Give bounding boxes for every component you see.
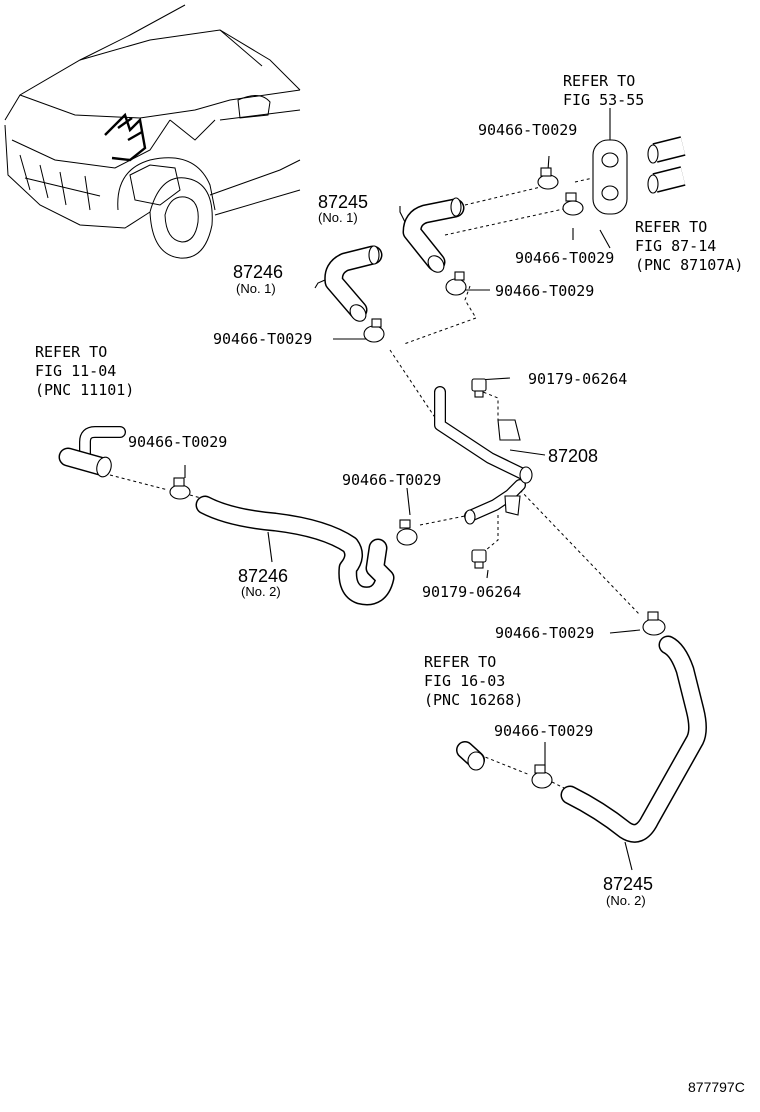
- hose-87245-no1: [402, 197, 465, 273]
- refer-16-line2: FIG 16-03: [424, 672, 505, 690]
- fitting-refer-16: [456, 741, 485, 771]
- clamp-label-3: 90466-T0029: [495, 282, 594, 300]
- refer-16-line3: (PNC 16268): [424, 691, 523, 709]
- clamp-label-5: 90466-T0029: [128, 433, 227, 451]
- part-87246-no1-number: 87246: [233, 262, 283, 282]
- part-87245-no2-number: 87245: [603, 874, 653, 894]
- part-87246-no2-number: 87246: [238, 566, 288, 586]
- bolt-2: [471, 549, 487, 569]
- refer-11-line3: (PNC 11101): [35, 381, 134, 399]
- part-87246-no1-sub: (No. 1): [236, 281, 276, 296]
- diagram-code: 877797C: [688, 1079, 745, 1095]
- part-87208-number: 87208: [548, 446, 598, 466]
- refer-53-line1: REFER TO: [563, 72, 635, 90]
- clamp-label-2: 90466-T0029: [515, 249, 614, 267]
- bolt-label-2: 90179-06264: [422, 583, 521, 601]
- clamp-label-7: 90466-T0029: [495, 624, 594, 642]
- refer-11-line1: REFER TO: [35, 343, 107, 361]
- vehicle-illustration: [4, 4, 301, 259]
- refer-87-line2: FIG 87-14: [635, 237, 716, 255]
- clamp-label-1: 90466-T0029: [478, 121, 577, 139]
- fitting-refer-53: [592, 139, 628, 215]
- refer-16-line1: REFER TO: [424, 653, 496, 671]
- clamp-4: [363, 318, 385, 343]
- clamp-1: [537, 167, 559, 190]
- clamp-5: [169, 477, 191, 500]
- clamp-3: [445, 271, 467, 296]
- part-87245-no1-number: 87245: [318, 192, 368, 212]
- clamp-label-4: 90466-T0029: [213, 330, 312, 348]
- fitting-refer-11: [58, 426, 126, 478]
- bolt-1: [471, 378, 487, 398]
- refer-11-line2: FIG 11-04: [35, 362, 116, 380]
- refer-87-line1: REFER TO: [635, 218, 707, 236]
- bolt-label-1: 90179-06264: [528, 370, 627, 388]
- clamp-label-8: 90466-T0029: [494, 722, 593, 740]
- hose-87245-no2: [560, 635, 707, 843]
- refer-53-line2: FIG 53-55: [563, 91, 644, 109]
- part-87246-no2-sub: (No. 2): [241, 584, 281, 599]
- clamp-2: [562, 192, 584, 216]
- clamp-7: [642, 611, 666, 636]
- hose-87246-no1: [324, 245, 383, 322]
- fitting-refer-87: [647, 136, 686, 194]
- clamp-label-6: 90466-T0029: [342, 471, 441, 489]
- pipe-87208: [434, 386, 533, 525]
- hose-87246-no2: [195, 495, 395, 606]
- refer-87-line3: (PNC 87107A): [635, 256, 743, 274]
- clamp-6: [396, 519, 418, 546]
- clamp-8: [531, 764, 553, 789]
- part-87245-no2-sub: (No. 2): [606, 893, 646, 908]
- part-87245-no1-sub: (No. 1): [318, 210, 358, 225]
